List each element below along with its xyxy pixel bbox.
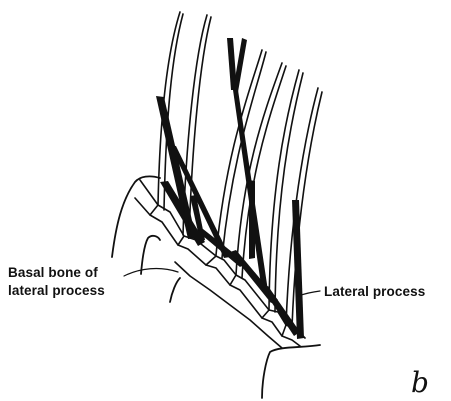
basal-bone-label-line2: lateral process	[8, 283, 105, 299]
body-outline-lower-right	[262, 345, 320, 398]
leader-lines	[124, 269, 320, 296]
panel-letter: b	[411, 368, 429, 398]
body-outline-hook-2	[170, 278, 180, 302]
lateral-process-label: Lateral process	[324, 284, 425, 300]
body-outline	[112, 176, 320, 398]
basal-bone-label-line1: Basal bone of	[8, 265, 98, 281]
lateral-process-6	[233, 38, 247, 92]
leader-line-basal-bone	[124, 269, 178, 276]
